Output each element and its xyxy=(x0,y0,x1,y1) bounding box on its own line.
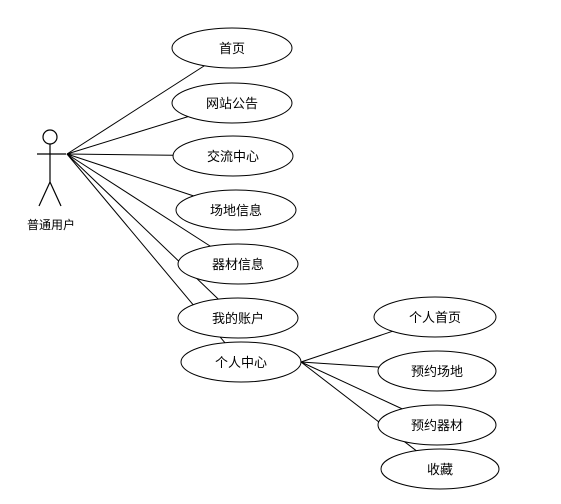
use-case-ellipse xyxy=(180,341,302,383)
use-case-equipment: 器材信息 xyxy=(177,243,299,285)
actor-normal-user: 普通用户 xyxy=(27,129,75,232)
actor-label: 普通用户 xyxy=(27,217,75,232)
actor-head xyxy=(42,129,58,145)
use-case-ellipse xyxy=(171,27,293,69)
association-actor-venue xyxy=(66,153,194,197)
association-personal-p_home xyxy=(300,330,393,363)
use-case-ellipse xyxy=(171,82,293,124)
use-case-label: 个人中心 xyxy=(215,356,267,371)
use-case-ellipse xyxy=(377,350,497,392)
use-case-p_fav: 收藏 xyxy=(380,448,500,490)
use-case-label: 预约场地 xyxy=(411,365,463,380)
actor-left-leg xyxy=(38,181,51,207)
association-actor-home xyxy=(66,65,205,155)
use-case-ellipse xyxy=(177,243,299,285)
use-case-ellipse xyxy=(177,297,299,339)
use-case-label: 场地信息 xyxy=(210,203,262,219)
association-personal-p_equip xyxy=(300,361,403,410)
use-case-label: 个人首页 xyxy=(409,311,461,326)
use-case-p_equip: 预约器材 xyxy=(377,404,497,446)
association-personal-p_venue xyxy=(300,361,380,368)
association-actor-announce xyxy=(66,116,189,155)
use-case-ellipse xyxy=(175,189,297,231)
use-case-ellipse xyxy=(373,296,497,338)
use-case-label: 收藏 xyxy=(427,463,453,478)
use-case-venue: 场地信息 xyxy=(175,189,297,231)
use-case-exchange: 交流中心 xyxy=(172,135,294,177)
use-case-account: 我的账户 xyxy=(177,297,299,339)
use-case-home: 首页 xyxy=(171,27,293,69)
association-lines xyxy=(66,65,417,452)
use-case-ellipse xyxy=(377,404,497,446)
use-case-label: 预约器材 xyxy=(411,419,463,434)
association-actor-exchange xyxy=(66,153,174,156)
association-actor-equipment xyxy=(66,153,211,247)
use-case-label: 我的账户 xyxy=(212,311,264,327)
use-case-label: 首页 xyxy=(219,42,245,57)
use-case-personal: 个人中心 xyxy=(180,341,302,383)
use-case-announce: 网站公告 xyxy=(171,82,293,124)
use-case-label: 交流中心 xyxy=(207,149,259,165)
use-case-ellipse xyxy=(172,135,294,177)
use-case-p_home: 个人首页 xyxy=(373,296,497,338)
use-case-label: 器材信息 xyxy=(212,257,264,273)
actor-right-leg xyxy=(49,181,62,207)
use-case-label: 网站公告 xyxy=(206,97,258,112)
use-case-ellipse xyxy=(380,448,500,490)
use-case-p_venue: 预约场地 xyxy=(377,350,497,392)
